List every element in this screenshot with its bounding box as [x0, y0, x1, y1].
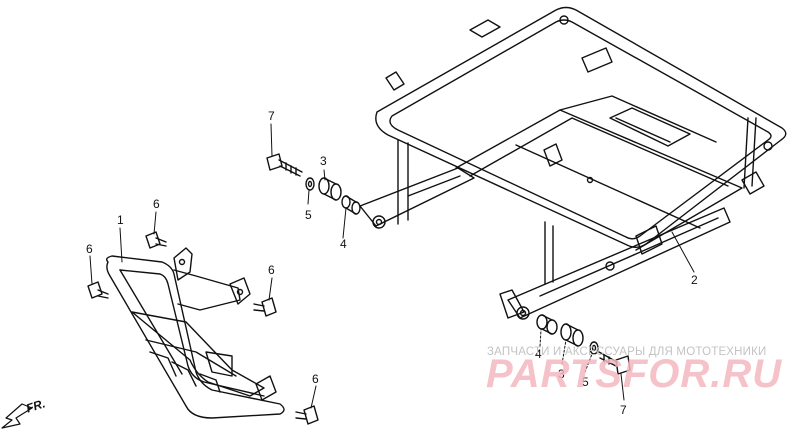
callout-bushing-upper: 4 — [340, 237, 347, 251]
flange-bolt-d — [295, 405, 319, 425]
flange-bolt-b — [87, 281, 109, 299]
front-direction-arrow — [1, 403, 33, 429]
callout-washer-upper: 5 — [305, 208, 312, 222]
callout-bushing-lower: 4 — [535, 347, 542, 361]
callout-bolt-upper: 7 — [268, 109, 275, 123]
flange-bolt-a — [145, 231, 167, 249]
callout-bolt-lower: 7 — [620, 403, 627, 417]
rear-carrier-frame — [359, 6, 787, 320]
flange-bolt-c — [253, 297, 277, 317]
callout-flange-bolt-d: 6 — [312, 372, 319, 386]
callout-flange-bolt-c: 6 — [268, 263, 275, 277]
bushing-upper — [341, 195, 361, 215]
washer-lower — [589, 341, 599, 355]
callout-guard: 1 — [117, 213, 124, 227]
watermark-brand: PARTSFOR.RU — [486, 352, 783, 396]
bolt-upper — [266, 153, 303, 177]
front-guard — [105, 247, 285, 419]
callout-flange-bolt-a: 6 — [153, 197, 160, 211]
collar-upper — [318, 177, 342, 201]
bolt-lower — [598, 351, 631, 375]
leader-lines — [89, 123, 695, 409]
washer-upper — [305, 177, 315, 191]
callout-carrier: 2 — [691, 273, 698, 287]
watermark-tagline: ЗАПЧАСТИ И АКСЕССУАРЫ ДЛЯ МОТОТЕХНИКИ — [487, 346, 767, 358]
bushing-lower — [536, 314, 558, 335]
callout-collar-upper: 3 — [320, 154, 327, 168]
collar-lower — [560, 323, 584, 347]
callout-flange-bolt-b: 6 — [86, 242, 93, 256]
callout-washer-lower: 5 — [582, 375, 589, 389]
callout-collar-lower: 3 — [558, 367, 565, 381]
